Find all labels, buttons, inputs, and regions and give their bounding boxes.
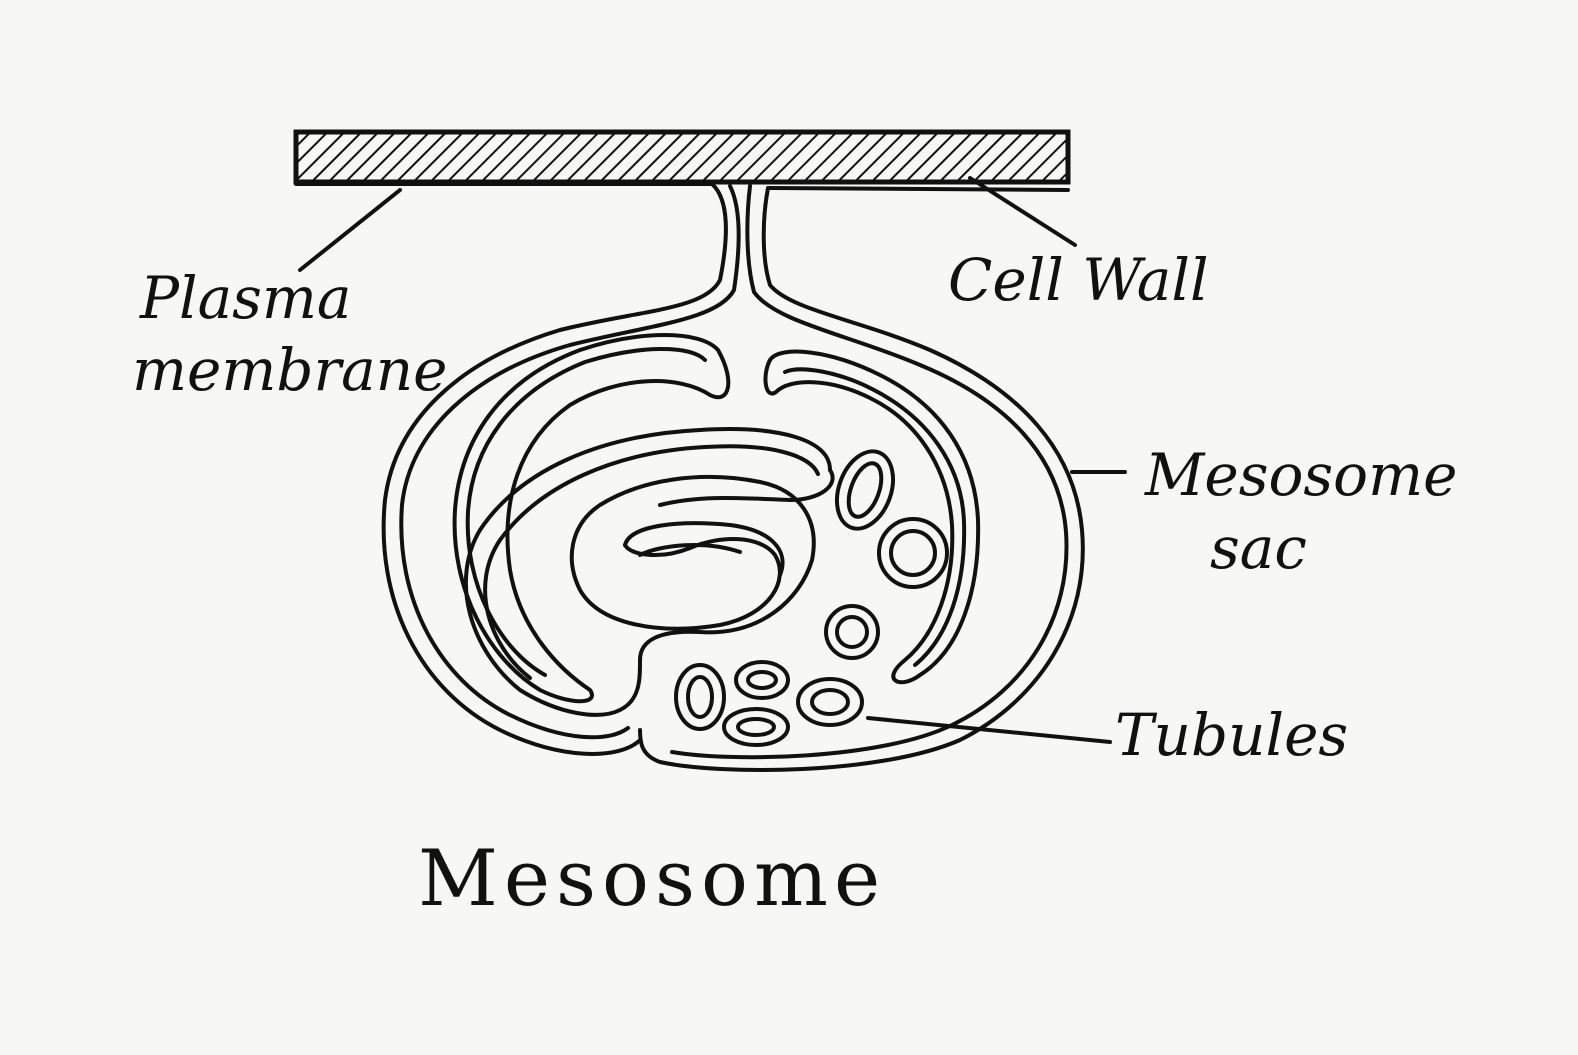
label-mesosome-sac-line1: Mesosome — [1144, 441, 1457, 509]
label-plasma-line1: Plasma — [139, 264, 352, 332]
label-tubules: Tubules — [1115, 701, 1348, 769]
diagram-title: Mesosome — [418, 834, 886, 924]
label-mesosome-sac-line2: sac — [1210, 514, 1307, 582]
inner-spiral — [464, 427, 835, 717]
inner-fold-right — [763, 349, 981, 685]
inner-fold-left — [452, 333, 731, 704]
mesosome-sac-outline — [381, 182, 1085, 772]
cell-wall — [293, 129, 1071, 185]
label-plasma-line2: membrane — [132, 336, 447, 404]
plasma-membrane — [294, 182, 1070, 192]
cell-wall-leader — [968, 176, 1077, 247]
plasma-membrane-leader — [298, 188, 402, 272]
label-cell-wall: Cell Wall — [948, 246, 1209, 314]
tubules-leader — [866, 716, 1112, 744]
tubules — [674, 449, 949, 747]
leader-lines — [298, 176, 1127, 744]
